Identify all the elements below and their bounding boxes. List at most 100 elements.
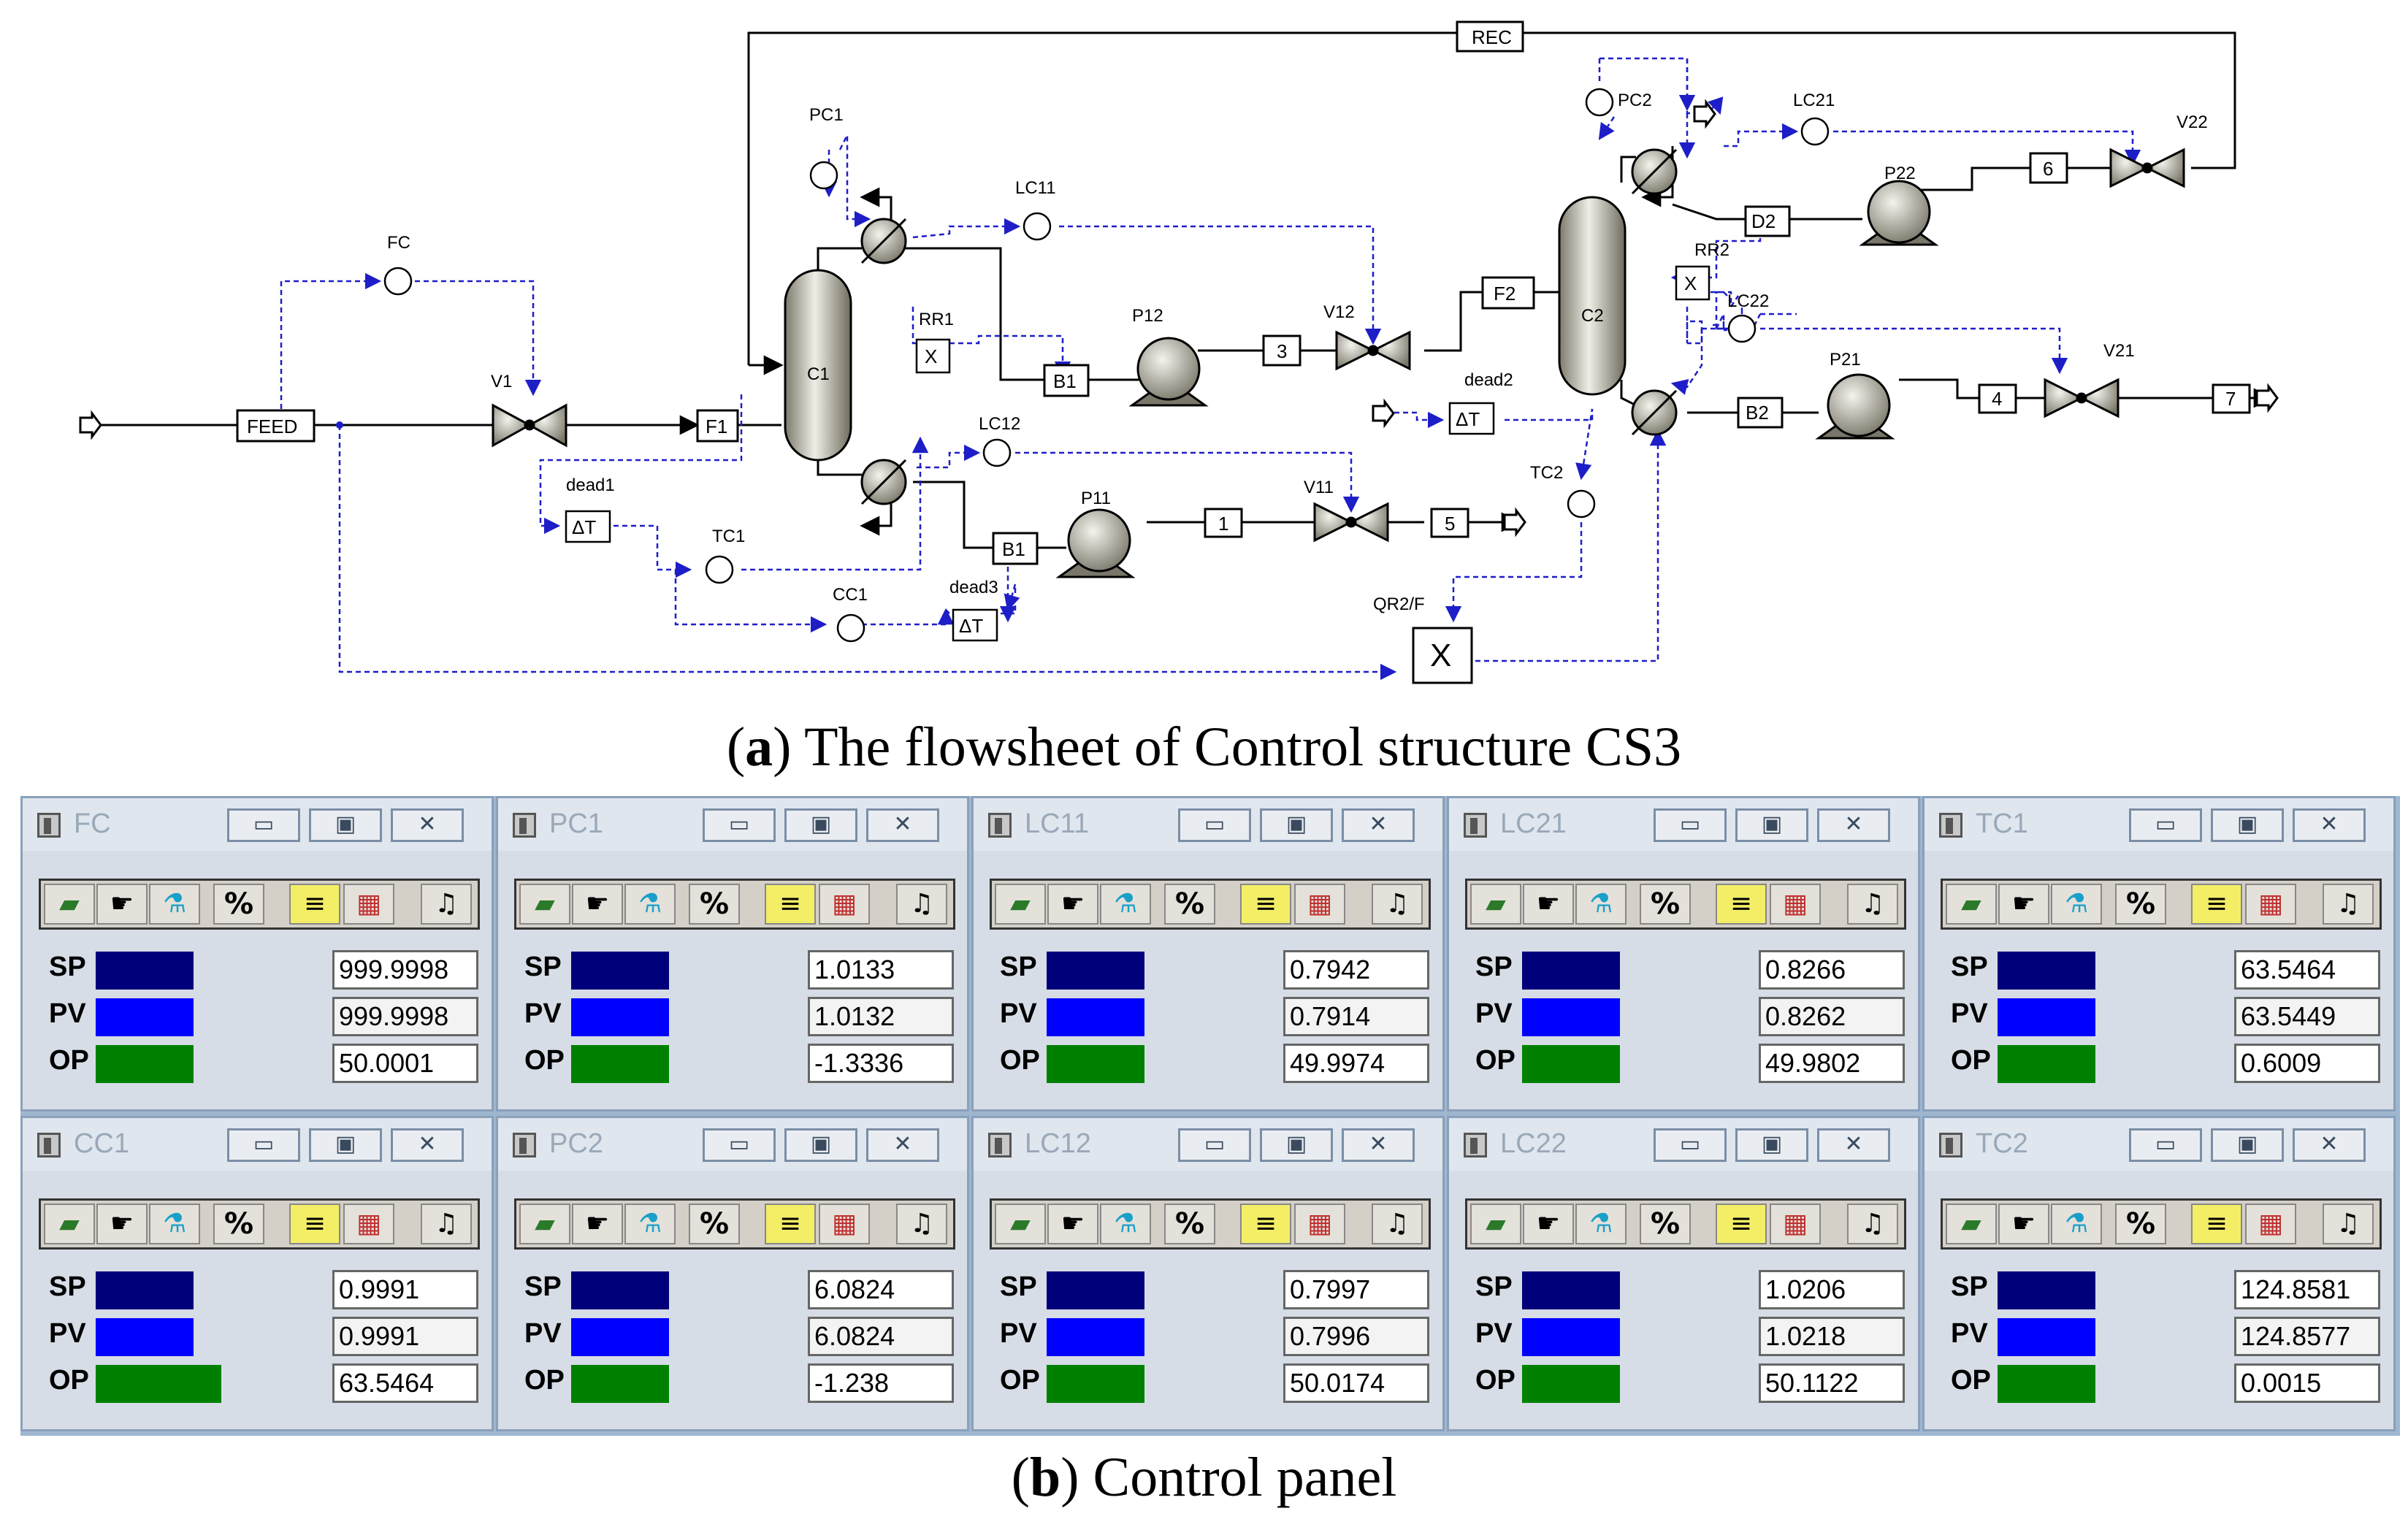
stream-tag-rec[interactable]: REC (1456, 20, 1524, 53)
stream-tag-f1[interactable]: F1 (696, 409, 739, 443)
sound-icon[interactable]: ♫ (1847, 1204, 1898, 1244)
close-button[interactable]: ✕ (2293, 1128, 2366, 1162)
restore-button[interactable]: ▣ (1735, 808, 1808, 842)
cascade-mode-icon[interactable]: ⚗ (1100, 884, 1151, 925)
faceplate-titlebar[interactable]: FC▭▣✕ (23, 798, 492, 851)
manual-mode-icon[interactable]: ☛ (96, 1204, 148, 1244)
op-value-field[interactable]: 50.0174 (1283, 1363, 1429, 1403)
notes-icon[interactable]: ≡ (765, 1204, 816, 1244)
cascade-mode-icon[interactable]: ⚗ (624, 1204, 676, 1244)
manual-mode-icon[interactable]: ☛ (572, 1204, 623, 1244)
op-value-field[interactable]: -1.238 (808, 1363, 954, 1403)
notes-icon[interactable]: ≡ (2191, 884, 2242, 925)
notes-icon[interactable]: ≡ (1716, 884, 1767, 925)
manual-mode-icon[interactable]: ☛ (1523, 884, 1574, 925)
stream-tag-b2[interactable]: B2 (1737, 397, 1784, 429)
manual-mode-icon[interactable]: ☛ (1047, 1204, 1098, 1244)
notes-icon[interactable]: ≡ (289, 1204, 340, 1244)
percent-button[interactable]: % (1640, 1204, 1691, 1244)
ratio-block-qr2f[interactable]: X QR2/F (1373, 594, 1473, 684)
minimize-button[interactable]: ▭ (1654, 808, 1727, 842)
percent-button[interactable]: % (1164, 1204, 1215, 1244)
sound-icon[interactable]: ♫ (1372, 884, 1423, 925)
sp-value-field[interactable]: 124.8581 (2234, 1270, 2380, 1309)
condenser-c1[interactable] (860, 218, 907, 264)
stream-tag-7[interactable]: 7 (2212, 383, 2251, 414)
op-value-field[interactable]: 49.9802 (1759, 1044, 1905, 1083)
valve-v12[interactable]: V12 (1323, 302, 1411, 371)
stream-tag-feed[interactable]: FEED (236, 409, 343, 443)
restore-button[interactable]: ▣ (309, 1128, 382, 1162)
sound-icon[interactable]: ♫ (1372, 1204, 1423, 1244)
restore-button[interactable]: ▣ (1735, 1128, 1808, 1162)
close-button[interactable]: ✕ (1342, 808, 1415, 842)
sound-icon[interactable]: ♫ (896, 884, 947, 925)
stream-tag-b1[interactable]: B1 (992, 532, 1039, 565)
controller-lc22[interactable]: LC22 (1727, 291, 1769, 343)
close-button[interactable]: ✕ (2293, 808, 2366, 842)
minimize-button[interactable]: ▭ (1178, 1128, 1251, 1162)
window-menu-icon[interactable] (1939, 1133, 1962, 1158)
notes-icon[interactable]: ≡ (289, 884, 340, 925)
stream-tag-d1[interactable]: B1 (1043, 364, 1090, 397)
deadtime-block-dead3[interactable]: ΔT dead3 (949, 578, 998, 642)
sound-icon[interactable]: ♫ (421, 1204, 472, 1244)
sound-icon[interactable]: ♫ (1847, 884, 1898, 925)
faceplate-titlebar[interactable]: TC2▭▣✕ (1925, 1118, 2393, 1171)
window-menu-icon[interactable] (513, 1133, 536, 1158)
cascade-mode-icon[interactable]: ⚗ (149, 884, 200, 925)
trend-plot-icon[interactable]: ▦ (1770, 884, 1821, 925)
pump-p21[interactable]: P21 (1815, 350, 1895, 440)
auto-mode-icon[interactable]: ▰ (995, 1204, 1046, 1244)
stream-tag-5[interactable]: 5 (1430, 508, 1469, 538)
auto-mode-icon[interactable]: ▰ (1470, 1204, 1521, 1244)
cascade-mode-icon[interactable]: ⚗ (1575, 884, 1627, 925)
restore-button[interactable]: ▣ (1260, 1128, 1333, 1162)
faceplate-titlebar[interactable]: CC1▭▣✕ (23, 1118, 492, 1171)
stream-tag-1[interactable]: 1 (1204, 508, 1243, 538)
trend-plot-icon[interactable]: ▦ (1770, 1204, 1821, 1244)
restore-button[interactable]: ▣ (2211, 1128, 2284, 1162)
minimize-button[interactable]: ▭ (1654, 1128, 1727, 1162)
restore-button[interactable]: ▣ (309, 808, 382, 842)
minimize-button[interactable]: ▭ (227, 808, 300, 842)
trend-plot-icon[interactable]: ▦ (2245, 1204, 2296, 1244)
deadtime-block-dead2[interactable]: ΔT dead2 (1448, 370, 1513, 435)
controller-fc[interactable]: FC (383, 233, 413, 296)
faceplate-titlebar[interactable]: LC11▭▣✕ (974, 798, 1442, 851)
percent-button[interactable]: % (689, 884, 740, 925)
minimize-button[interactable]: ▭ (1178, 808, 1251, 842)
deadtime-block-dead1[interactable]: ΔT dead1 (565, 475, 615, 543)
percent-button[interactable]: % (2115, 884, 2166, 925)
window-menu-icon[interactable] (1464, 1133, 1487, 1158)
stream-tag-4[interactable]: 4 (1978, 383, 2017, 414)
trend-plot-icon[interactable]: ▦ (1294, 1204, 1345, 1244)
op-value-field[interactable]: 50.1122 (1759, 1363, 1905, 1403)
manual-mode-icon[interactable]: ☛ (1047, 884, 1098, 925)
stream-tag-f2[interactable]: F2 (1481, 276, 1535, 310)
close-button[interactable]: ✕ (1817, 1128, 1890, 1162)
stream-tag-3[interactable]: 3 (1262, 334, 1302, 367)
percent-button[interactable]: % (2115, 1204, 2166, 1244)
sp-value-field[interactable]: 1.0133 (808, 950, 954, 990)
auto-mode-icon[interactable]: ▰ (519, 884, 570, 925)
window-menu-icon[interactable] (513, 813, 536, 838)
restore-button[interactable]: ▣ (784, 1128, 857, 1162)
trend-plot-icon[interactable]: ▦ (343, 884, 394, 925)
auto-mode-icon[interactable]: ▰ (44, 884, 95, 925)
sound-icon[interactable]: ♫ (896, 1204, 947, 1244)
sp-value-field[interactable]: 0.9991 (332, 1270, 478, 1309)
stream-tag-6[interactable]: 6 (2029, 152, 2068, 184)
valve-v22[interactable]: V22 (2109, 112, 2208, 188)
minimize-button[interactable]: ▭ (227, 1128, 300, 1162)
sound-icon[interactable]: ♫ (421, 884, 472, 925)
cascade-mode-icon[interactable]: ⚗ (2051, 1204, 2102, 1244)
controller-tc2[interactable]: TC2 (1530, 463, 1596, 519)
close-button[interactable]: ✕ (1817, 808, 1890, 842)
cascade-mode-icon[interactable]: ⚗ (1100, 1204, 1151, 1244)
